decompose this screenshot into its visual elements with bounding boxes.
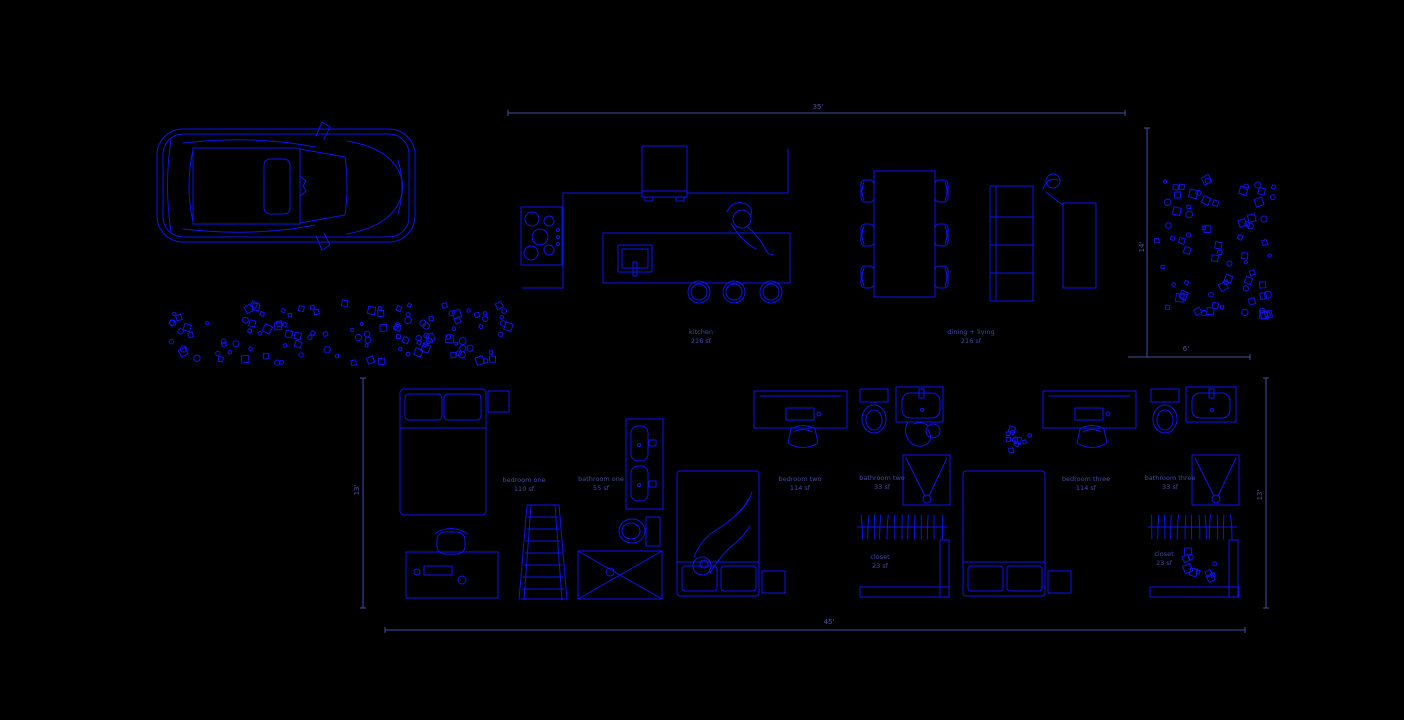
toilet-one[interactable] — [618, 516, 661, 547]
kitchen-area: 216 sf — [691, 337, 712, 345]
sideboard[interactable] — [1062, 202, 1097, 289]
refrigerator[interactable] — [641, 145, 688, 202]
bed-one[interactable] — [399, 388, 487, 516]
closet-one-rod[interactable] — [857, 514, 950, 598]
potted-plant-icon — [1005, 425, 1033, 454]
bedroom-three-label: bedroom three — [1062, 475, 1110, 483]
person-at-vanity[interactable] — [904, 421, 941, 447]
shelving-unit[interactable] — [989, 185, 1034, 302]
tree-canopy-scatter — [1153, 173, 1277, 320]
ladder-shelf[interactable] — [518, 504, 568, 601]
closet-two-area: 23 sf — [1156, 559, 1173, 567]
shrub-bed-scatter — [168, 299, 514, 366]
closet-two-label: closet — [1154, 550, 1174, 558]
bathroom-one-area: 55 sf — [593, 484, 610, 492]
dim-lower-depth-right[interactable]: 13' — [1256, 490, 1264, 501]
double-vanity-one[interactable] — [625, 418, 664, 510]
person-at-island[interactable] — [726, 202, 774, 256]
kitchen-counter[interactable] — [521, 148, 789, 289]
cooktop[interactable] — [520, 206, 563, 266]
bedroom-one-area: 110 sf — [514, 485, 535, 493]
nightstand-two[interactable] — [761, 570, 786, 594]
car-top-view[interactable] — [156, 121, 416, 251]
shower-three[interactable] — [1191, 454, 1240, 506]
bedroom-three-area: 114 sf — [1076, 484, 1097, 492]
person-on-bed[interactable] — [692, 491, 753, 576]
bedroom-two-area: 114 sf — [790, 484, 811, 492]
kitchen-label: kitchen — [689, 328, 713, 336]
vanity-three[interactable] — [1185, 386, 1237, 423]
vanity-two[interactable] — [895, 386, 944, 423]
bed-two[interactable] — [676, 470, 760, 597]
nightstand-one[interactable] — [487, 390, 510, 413]
stool-two[interactable] — [787, 425, 819, 448]
toilet-two[interactable] — [859, 388, 889, 434]
dining-label: dining + living — [947, 328, 994, 336]
dimension-lines[interactable] — [360, 110, 1269, 633]
closet-one-label: closet — [870, 553, 890, 561]
dim-lower-depth-left[interactable]: 13' — [353, 485, 361, 496]
dining-chairs[interactable] — [860, 179, 949, 289]
stool-three[interactable] — [1076, 425, 1108, 448]
dining-table[interactable] — [873, 170, 936, 298]
bathroom-one-label: bathroom one — [578, 475, 624, 483]
bedroom-two-label: bedroom two — [779, 475, 822, 483]
toilet-three[interactable] — [1150, 388, 1180, 434]
closet-two-rod[interactable] — [1147, 514, 1240, 598]
bathroom-three-label: bathroom three — [1145, 474, 1196, 482]
room-labels: kitchen 216 sf dining + living 216 sf be… — [502, 328, 1195, 570]
bar-stools[interactable] — [687, 280, 783, 304]
dim-upper-width[interactable]: 35' — [813, 103, 824, 111]
dining-area: 216 sf — [961, 337, 982, 345]
bathroom-two-label: bathroom two — [859, 474, 905, 482]
dresser-two[interactable] — [753, 390, 848, 429]
bathroom-two-area: 33 sf — [874, 483, 891, 491]
shower-two[interactable] — [902, 454, 951, 506]
potted-plant-icon — [1181, 547, 1218, 583]
nightstand-three[interactable] — [1047, 570, 1072, 594]
desk-one[interactable] — [405, 528, 499, 599]
dim-entry[interactable]: 6' — [1183, 345, 1189, 353]
dresser-three[interactable] — [1042, 390, 1137, 429]
bedroom-one-label: bedroom one — [502, 476, 545, 484]
dim-upper-depth[interactable]: 14' — [1138, 242, 1146, 253]
kitchen-island[interactable] — [602, 232, 791, 284]
closet-one-area: 23 sf — [872, 562, 889, 570]
bathroom-three-area: 33 sf — [1162, 483, 1179, 491]
shower-one[interactable] — [577, 550, 663, 600]
person-in-living[interactable] — [1042, 173, 1064, 206]
dim-lower-width[interactable]: 45' — [824, 618, 835, 626]
bed-three[interactable] — [962, 470, 1046, 597]
